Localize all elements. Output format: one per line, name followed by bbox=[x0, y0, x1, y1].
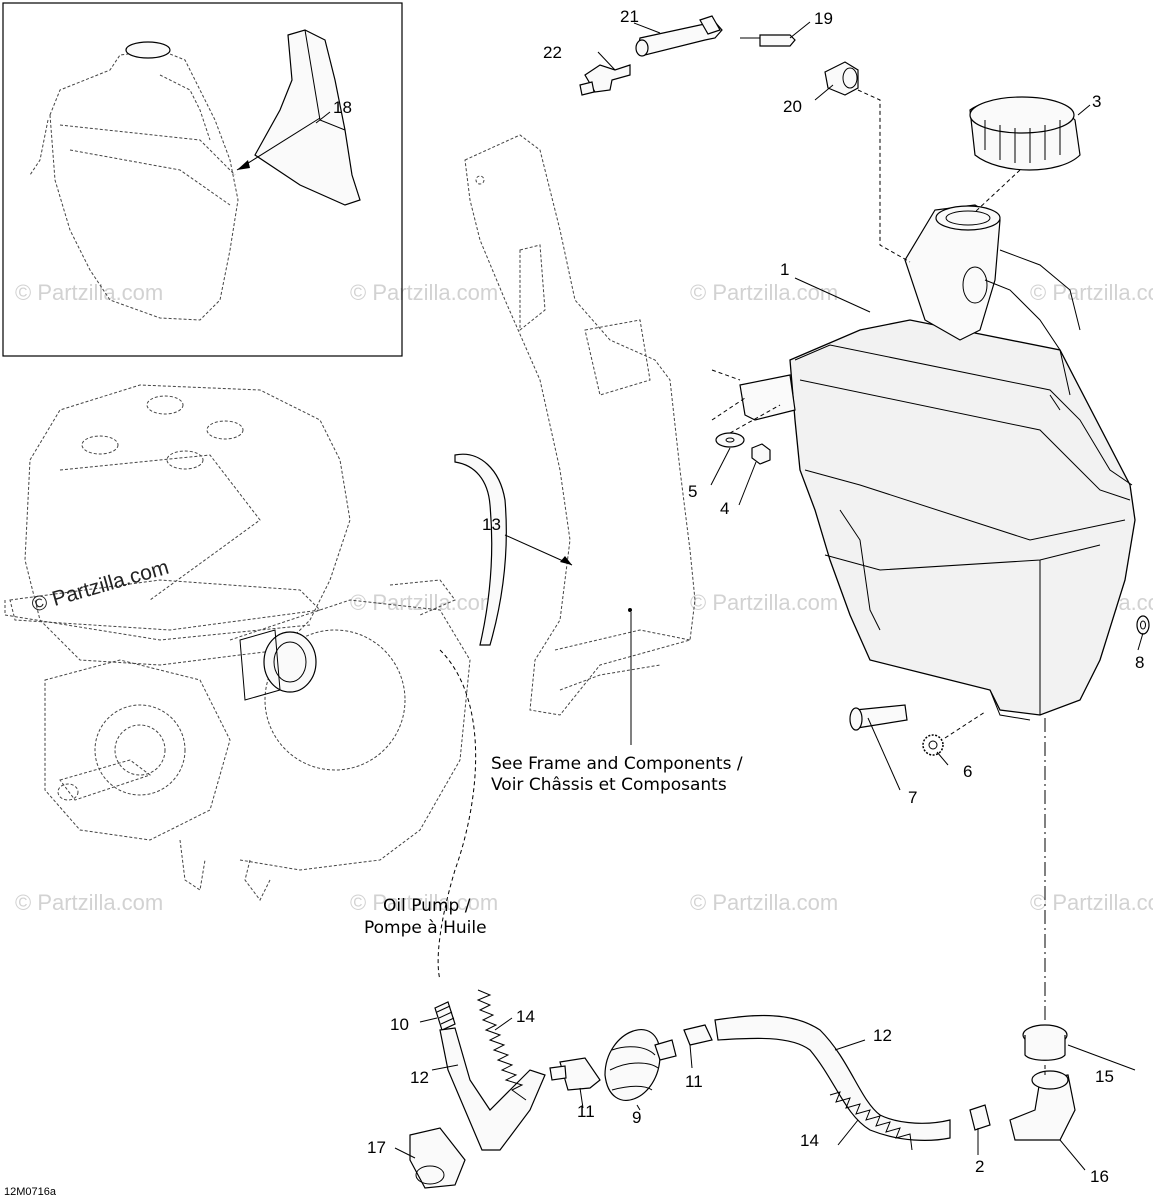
frame-note-line1: See Frame and Components / bbox=[491, 754, 743, 774]
callout-4: 4 bbox=[720, 499, 729, 518]
pump-note-line1: Oil Pump / bbox=[383, 896, 471, 916]
watermark: © Partzilla.com bbox=[350, 280, 498, 305]
watermark: © Partzilla.com bbox=[350, 890, 498, 915]
callout-3: 3 bbox=[1092, 92, 1101, 111]
insulation-sheet-18 bbox=[254, 29, 361, 206]
engine-outline: © Partzilla.com bbox=[4, 384, 471, 901]
cap-3 bbox=[969, 96, 1091, 213]
callouts: 1 2 3 4 5 6 7 8 9 10 11 11 12 12 13 14 1… bbox=[333, 7, 1144, 1186]
callout-15: 15 bbox=[1095, 1067, 1114, 1086]
callout-11b: 11 bbox=[685, 1072, 703, 1091]
watermark: © Partzilla.com bbox=[690, 890, 838, 915]
callout-8: 8 bbox=[1135, 653, 1144, 672]
callout-5: 5 bbox=[688, 482, 697, 501]
watermark: © Partzilla.com bbox=[690, 590, 838, 615]
inset-box bbox=[2, 2, 403, 357]
callout-20: 20 bbox=[783, 97, 802, 116]
watermark: © Partzilla.com bbox=[690, 280, 838, 305]
callout-12a: 12 bbox=[410, 1068, 429, 1087]
vent-assembly bbox=[579, 15, 911, 263]
engine-watermark: © Partzilla.com bbox=[29, 556, 171, 617]
callout-14a: 14 bbox=[516, 1007, 535, 1026]
callout-9: 9 bbox=[632, 1108, 641, 1127]
callout-10: 10 bbox=[390, 1015, 409, 1034]
callout-14b: 14 bbox=[800, 1131, 819, 1150]
reference-code: 12M0716a bbox=[4, 1186, 57, 1198]
callout-21: 21 bbox=[620, 7, 639, 26]
oil-tank-1 bbox=[739, 204, 1136, 721]
callout-17: 17 bbox=[367, 1138, 386, 1157]
callout-18: 18 bbox=[333, 98, 352, 117]
callout-2: 2 bbox=[975, 1157, 984, 1176]
hardware-4-5 bbox=[711, 369, 781, 465]
frame-outline bbox=[464, 134, 696, 716]
callout-13: 13 bbox=[482, 515, 501, 534]
watermark: © Partzilla.com bbox=[350, 590, 498, 615]
callout-22: 22 bbox=[543, 43, 562, 62]
callout-1: 1 bbox=[780, 260, 789, 279]
callout-12b: 12 bbox=[873, 1026, 892, 1045]
leader-lines bbox=[394, 21, 1144, 1171]
hardware-6-7 bbox=[849, 704, 986, 756]
callout-6: 6 bbox=[963, 762, 972, 781]
watermark: © Partzilla.com bbox=[1030, 280, 1153, 305]
watermark: © Partzilla.com bbox=[15, 280, 163, 305]
callout-19: 19 bbox=[814, 9, 833, 28]
grommet-8 bbox=[1136, 615, 1150, 635]
hose-assembly bbox=[409, 989, 1076, 1189]
callout-7: 7 bbox=[908, 788, 917, 807]
callout-11a: 11 bbox=[577, 1102, 595, 1121]
pump-note-line2: Pompe à Huile bbox=[364, 918, 487, 938]
callout-16: 16 bbox=[1090, 1167, 1109, 1186]
frame-note-line2: Voir Châssis et Composants bbox=[491, 775, 727, 795]
watermark: © Partzilla.com bbox=[1030, 890, 1153, 915]
strap-13 bbox=[454, 453, 573, 646]
watermark: © Partzilla.com bbox=[15, 890, 163, 915]
notes: See Frame and Components / Voir Châssis … bbox=[364, 754, 743, 938]
